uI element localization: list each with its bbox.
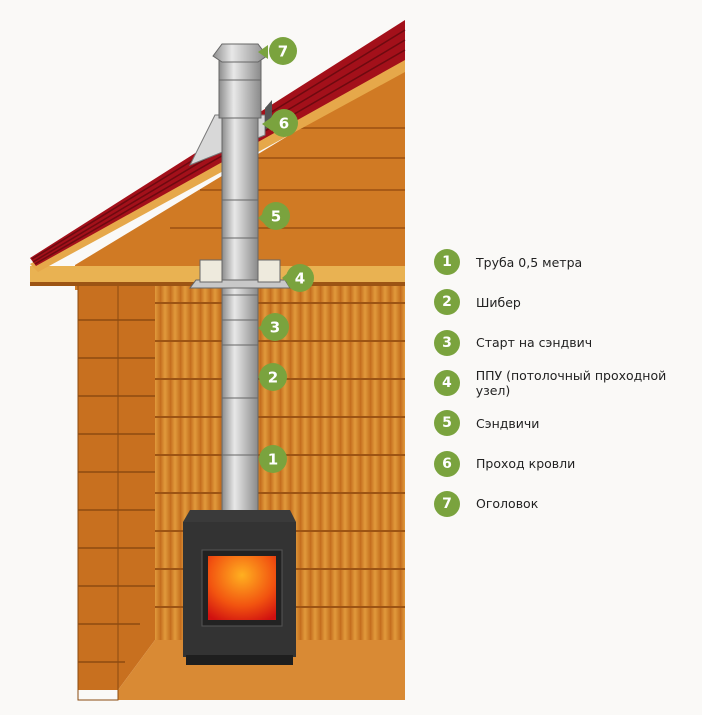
chimney-cap [212, 43, 268, 63]
legend-item: 3 Старт на сэндвич [434, 323, 702, 363]
callout-1: 1 [258, 445, 287, 473]
svg-text:1: 1 [268, 451, 278, 469]
ceiling-passage-unit [189, 259, 291, 289]
svg-text:2: 2 [268, 369, 278, 387]
legend-label: Проход кровли [476, 456, 576, 472]
legend-item: 6 Проход кровли [434, 443, 702, 483]
legend-item: 4 ППУ (потолочный проходной узел) [434, 363, 702, 403]
callout-6: 6 [262, 109, 298, 137]
side-wall [78, 285, 155, 690]
legend: 1 Труба 0,5 метра 2 Шибер 3 Старт на сэндви… [434, 242, 702, 524]
callout-5: 5 [258, 202, 290, 230]
svg-text:4: 4 [295, 270, 305, 288]
legend-label: Сэндвичи [476, 415, 540, 431]
legend-badge: 7 [434, 490, 460, 517]
legend-badge: 4 [434, 370, 460, 397]
legend-item: 5 Сэндвичи [434, 403, 702, 443]
side-wall-planks [78, 319, 155, 663]
svg-text:5: 5 [271, 208, 281, 226]
stove-fire-window [208, 556, 276, 620]
callout-7: 7 [258, 37, 297, 65]
legend-badge: 3 [434, 329, 460, 356]
stove [183, 510, 296, 665]
legend-item: 7 Оголовок [434, 484, 702, 524]
legend-badge: 5 [434, 410, 460, 437]
svg-text:6: 6 [279, 115, 289, 133]
gable-planks [170, 127, 405, 229]
svg-text:3: 3 [270, 319, 280, 337]
legend-label: Оголовок [476, 496, 539, 512]
legend-label: ППУ (потолочный проходной узел) [475, 368, 667, 399]
legend-label: Шибер [476, 294, 521, 310]
legend-badge: 6 [434, 450, 460, 477]
legend-item: 2 Шибер [434, 282, 702, 322]
svg-text:7: 7 [278, 43, 288, 61]
legend-badge: 2 [434, 289, 460, 316]
legend-label: Старт на сэндвич [476, 335, 593, 351]
callout-2: 2 [258, 363, 287, 391]
legend-badge: 1 [434, 249, 460, 276]
legend-label: Труба 0,5 метра [476, 254, 583, 270]
legend-item: 1 Труба 0,5 метра [434, 242, 702, 282]
callout-3: 3 [258, 313, 289, 341]
callout-4: 4 [282, 264, 314, 292]
